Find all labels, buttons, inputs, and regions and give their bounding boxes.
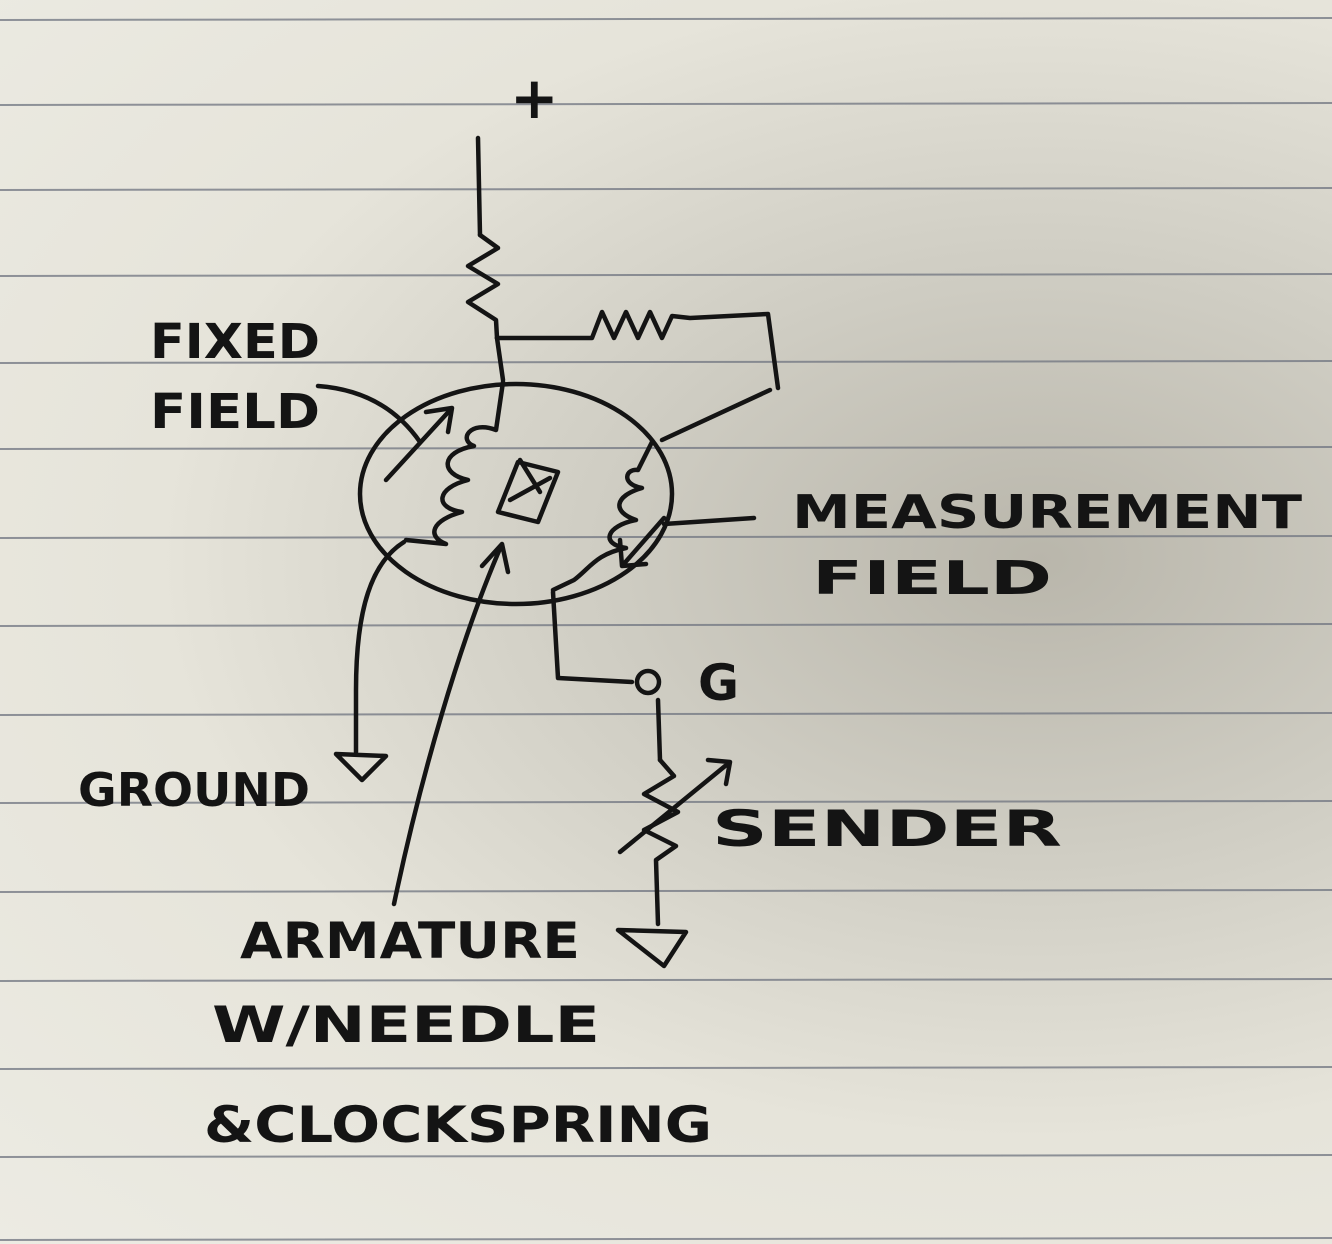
armature-label-line2: W/NEEDLE xyxy=(212,996,600,1054)
armature-label-line1: ARMATURE xyxy=(240,912,580,970)
sender-ground-symbol xyxy=(615,927,689,969)
armature-label-line3: &CLOCKSPRING xyxy=(204,1096,712,1154)
gauge-body xyxy=(357,381,675,607)
fixed-field-coil xyxy=(403,379,506,547)
sender-adjust-arrow xyxy=(617,757,733,855)
measurement-field-coil xyxy=(550,439,655,593)
measurement-field-label-line1: MEASUREMENT xyxy=(792,485,1303,539)
measurement-field-label-line2: FIELD xyxy=(812,551,1052,605)
gauge-output-wire xyxy=(550,589,635,685)
armature xyxy=(495,457,561,525)
series-resistor xyxy=(465,232,501,341)
measurement-field-arrow xyxy=(617,515,667,569)
supply-wire xyxy=(475,135,483,238)
junction-wire xyxy=(494,335,506,383)
parallel-resistor xyxy=(494,309,781,391)
sender-wire xyxy=(655,697,663,763)
sender-resistor xyxy=(641,757,681,927)
fixed-field-pointer xyxy=(315,383,423,445)
fixed-field-label-line2: FIELD xyxy=(150,384,320,440)
ground-label: GROUND xyxy=(78,763,310,817)
ground-wire xyxy=(353,539,407,755)
ground-symbol xyxy=(333,751,389,783)
armature-pointer xyxy=(391,541,511,907)
measurement-field-pointer xyxy=(661,515,757,527)
sender-label: SENDER xyxy=(712,800,1062,858)
fixed-field-label-line1: FIXED xyxy=(150,314,320,370)
gauge-terminal-label: G xyxy=(698,654,739,712)
supply-label: + xyxy=(510,64,559,132)
measurement-field-lead xyxy=(659,387,773,443)
ruled-lines xyxy=(0,17,1332,1241)
gauge-terminal xyxy=(634,668,662,696)
